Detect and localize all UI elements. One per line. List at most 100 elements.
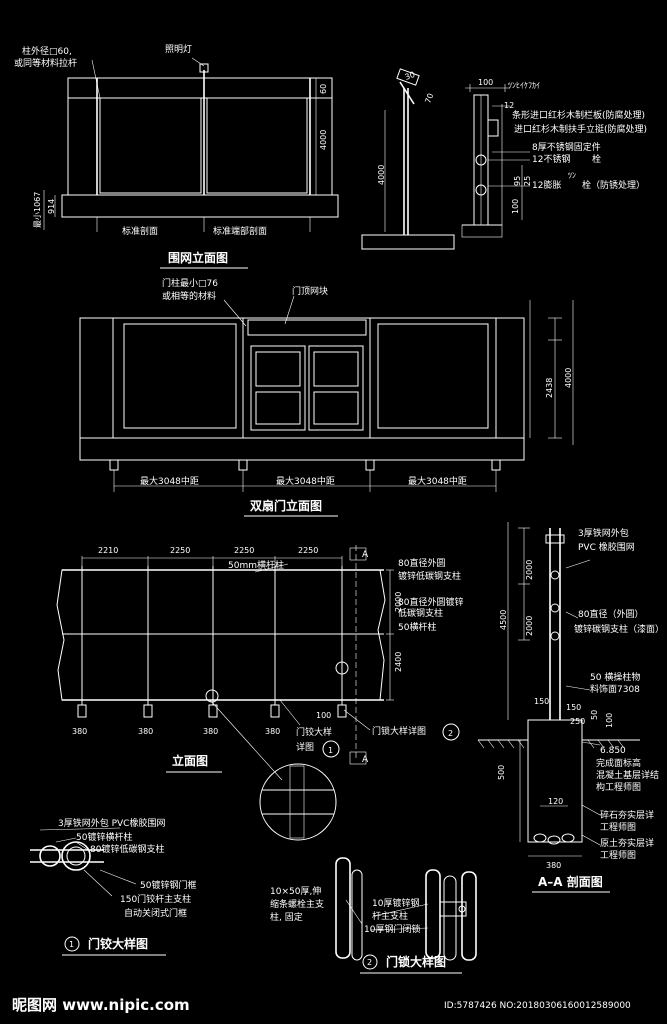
label-lock-bolt-desc: 缩条螺栓主支 [270, 898, 324, 910]
dim-side-100: 100 [478, 78, 493, 87]
label-section-a-bottom: A [362, 755, 369, 765]
title-fence-elevation: 围网立面图 [168, 250, 228, 265]
dim-side-4000: 4000 [377, 165, 386, 185]
label-rail-50: 50横杆柱 [398, 621, 436, 633]
label-spacing-2: 最大3048中距 [276, 475, 335, 487]
label-spacing-1: 最大3048中距 [140, 475, 199, 487]
dim-aa-2000a: 2000 [525, 560, 534, 580]
label-lock-rod: 10厚镀锌钢 [372, 897, 419, 909]
label-steel-plate: 8厚不锈钢固定件 [532, 141, 601, 153]
label-rail-50mm: 50mm横杆柱 [228, 559, 284, 571]
fence-elevation-drawing [43, 57, 339, 232]
dim-elev-380c: 380 [203, 727, 218, 736]
dim-aa-4500: 4500 [499, 610, 508, 630]
label-hinge-rail: 50镀锌横杆柱 [76, 831, 132, 843]
label-aa-soil-ref: 工程师图 [600, 849, 636, 861]
dim-elev-2250c: 2250 [298, 546, 318, 555]
label-post-alt: 或同等材料拉杆 [14, 57, 77, 69]
label-lock-fixed: 柱, 固定 [270, 911, 303, 923]
label-hinge-ref: 门铰大样 [296, 726, 332, 738]
dim-side-95: 95 [513, 176, 522, 186]
label-aa-concrete: 混凝土基层详结 [596, 769, 659, 781]
dim-60: 60 [319, 84, 328, 94]
label-anchor-tail: 栓（防锈处理） [582, 179, 645, 191]
label-wood-rail: 条形进口红杉木制栏板(防腐处理) [512, 109, 645, 121]
dim-elev-2000: 2000 [394, 592, 403, 612]
dim-side-100b: 100 [511, 199, 520, 214]
dim-side-12: 12 [504, 101, 514, 110]
dim-4000: 4000 [319, 130, 328, 150]
label-aa-post-material: 镀锌碳钢支柱（漆面） [574, 623, 664, 635]
dim-gate-4000: 4000 [564, 368, 573, 388]
label-top-mesh: 门顶网块 [292, 285, 328, 297]
dim-elev-100: 100 [316, 711, 331, 720]
lock-detail-drawing [335, 857, 477, 970]
dim-aa-500: 500 [497, 765, 506, 780]
title-lock-detail: 门锁大样图 [386, 954, 446, 969]
label-aa-rail-finish: 料饰面7308 [590, 683, 640, 695]
label-aa-elev: 6.850 [600, 746, 626, 756]
dim-aa-2000b: 2000 [525, 616, 534, 636]
label-gate-post: 门柱最小□76 [162, 277, 218, 289]
dim-914: 914 [47, 199, 56, 214]
label-tube-80-galv: 80直径外圆镀锌 [398, 596, 463, 608]
label-lock-bolt: 10×50厚,伸 [270, 885, 321, 897]
label-hinge-num: 1 [69, 940, 74, 949]
label-anchor: 12膨胀 [532, 179, 561, 191]
dim-aa-150b: 150 [566, 703, 581, 712]
label-aa-gravel-ref: 工程师图 [600, 821, 636, 833]
label-aa-concrete-ref: 构工程师图 [596, 781, 641, 793]
hinge-detail-drawing [30, 827, 137, 952]
label-callout-1: 1 [328, 746, 333, 755]
label-hinge-ref-detail: 详图 [296, 741, 314, 753]
label-wood-post: 进口红杉木制扶手立挺(防腐处理) [514, 123, 647, 135]
dim-elev-380d: 380 [265, 727, 280, 736]
label-aa-mesh: 3厚铁网外包 [578, 527, 629, 539]
label-lamp: 照明灯 [165, 44, 192, 55]
label-std-end-section: 标准端部剖面 [213, 225, 267, 237]
watermark-id: ID:5787426 NO:20180306160012589000 [444, 1001, 631, 1011]
dim-30: 30 [404, 70, 417, 82]
label-spacing-3: 最大3048中距 [408, 475, 467, 487]
title-section-aa: A–A 剖面图 [538, 874, 603, 889]
label-bolt: 12不锈钢 [532, 153, 570, 165]
dim-elev-2210: 2210 [98, 546, 118, 555]
dim-70: 70 [423, 92, 435, 105]
label-std-section: 标准剖面 [122, 225, 158, 237]
label-jp2: ﾂﾝ [568, 171, 576, 180]
watermark-site: 昵图网 www.nipic.com [12, 996, 190, 1014]
label-hinge-frame: 50镀锌钢门框 [140, 879, 196, 891]
label-aa-mesh-pvc: PVC 橡胶围网 [578, 541, 635, 553]
label-jp: ﾂﾝﾋｲｹﾌｶｲ [508, 81, 540, 90]
dim-aa-250: 250 [570, 717, 585, 726]
label-aa-gravel: 碎石夯实层详 [600, 809, 654, 821]
dim-aa-380: 380 [546, 861, 561, 870]
label-post: 柱外径□60, [22, 45, 72, 57]
dim-min-height: 最小1067 [33, 192, 42, 228]
label-aa-elev-text: 完成面标高 [596, 757, 641, 769]
label-tube-80: 80直径外圆 [398, 557, 445, 569]
dim-aa-50: 50 [590, 710, 599, 720]
label-aa-soil: 原土夯实层详 [600, 837, 654, 849]
label-lock-ref: 门锁大样详图 [372, 725, 426, 737]
dim-aa-120: 120 [548, 797, 563, 806]
title-elevation: 立面图 [172, 753, 208, 768]
elevation-drawing [56, 545, 460, 841]
double-gate-drawing [79, 295, 574, 492]
label-aa-rail: 50 横操柱物 [590, 671, 640, 683]
dim-elev-380a: 380 [72, 727, 87, 736]
side-detail-drawing [361, 68, 530, 250]
label-hinge-post: 80镀锌低碳钢支柱 [90, 843, 164, 855]
section-aa-drawing [477, 522, 640, 857]
dim-elev-2250b: 2250 [234, 546, 254, 555]
label-aa-post: 80直径（外圆） [578, 608, 643, 620]
dim-elev-380b: 380 [138, 727, 153, 736]
title-double-gate: 双扇门立面图 [250, 498, 322, 513]
label-hinge-mesh: 3厚铁网外包 PVC橡胶围网 [58, 817, 165, 829]
label-hinge-main-post: 150门铰杆主支柱 [120, 893, 191, 905]
title-hinge-detail: 门铰大样图 [88, 936, 148, 951]
dim-gate-2438: 2438 [545, 378, 554, 398]
label-tube-80-galv-material: 低碳钢支柱 [398, 607, 443, 619]
dim-side-25: 25 [523, 176, 532, 186]
label-bolt-tail: 栓 [592, 153, 601, 165]
